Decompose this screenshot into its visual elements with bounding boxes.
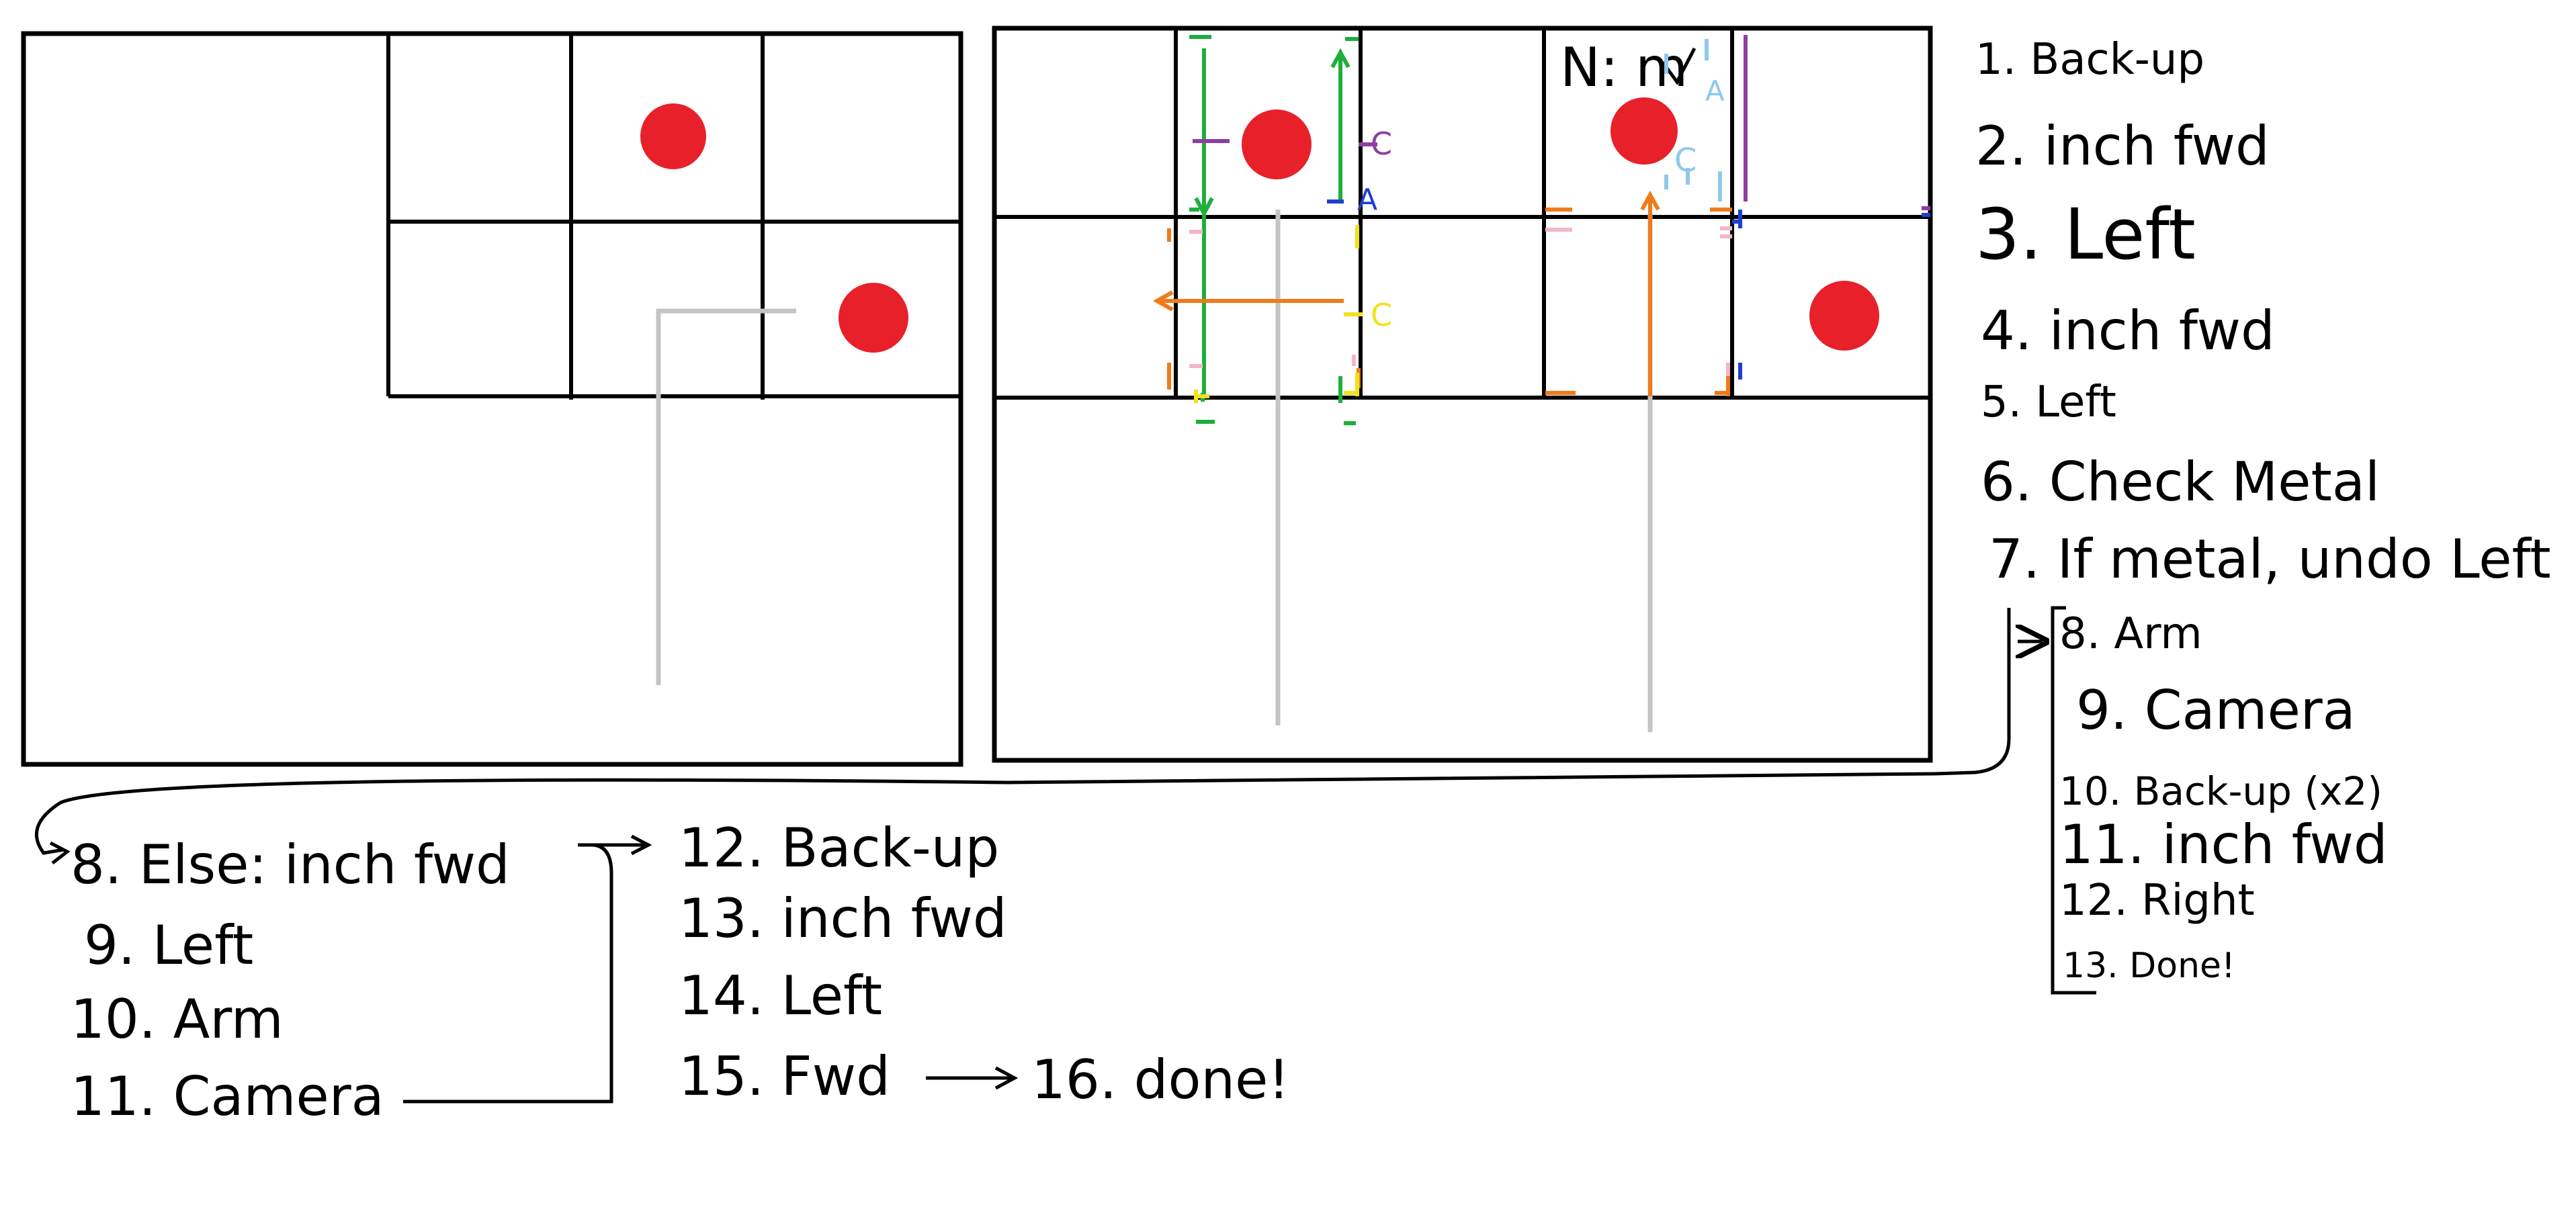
step: 1. Back-up [1975, 35, 2204, 85]
right-grid [994, 28, 1930, 400]
left-field-border [21, 31, 963, 767]
step: 2. inch fwd [1975, 115, 2270, 177]
step: 9. Left [84, 914, 253, 977]
yellow-marks [1194, 225, 1363, 403]
right-field-panel: N: m C C [992, 26, 1933, 763]
step: 3. Left [1975, 193, 2196, 275]
step: 11. Camera [71, 1065, 384, 1128]
left-grid [386, 34, 961, 400]
metal-branch-list: 8. Arm 9. Camera 10. Back-up (x2) 11. in… [2059, 609, 2388, 986]
arrow-icon [994, 1066, 1019, 1090]
arrow-icon [49, 841, 71, 864]
robot-path [656, 308, 796, 685]
right-field-border [992, 26, 1933, 763]
step: 6. Check Metal [1981, 451, 2380, 513]
step: 11. inch fwd [2059, 813, 2388, 876]
step: 10. Back-up (x2) [2059, 768, 2382, 814]
green-arrow-icons [1194, 48, 1350, 218]
blue-marks [1327, 199, 1930, 379]
arrow-icon [630, 834, 652, 856]
step: 5. Left [1981, 377, 2116, 427]
step: 8. Arm [2059, 609, 2202, 659]
lightblue-marks [1664, 39, 1722, 202]
step: 13. inch fwd [679, 887, 1007, 950]
mark-label-c: C [1371, 297, 1392, 333]
step: 15. Fwd [679, 1045, 890, 1108]
step: 7. If metal, undo Left [1989, 528, 2551, 590]
cell-label: N: m [1560, 36, 1688, 99]
target-dot [1809, 281, 1879, 351]
step: 10. Arm [71, 988, 284, 1050]
mark-label-a: A [1705, 75, 1725, 107]
step: 14. Left [679, 965, 882, 1027]
continuation-list: 12. Back-up 13. inch fwd 14. Left 15. Fw… [679, 817, 1007, 1108]
main-steps-list: 1. Back-up 2. inch fwd 3. Left 4. inch f… [1975, 35, 2551, 590]
mark-label-a: A [1357, 183, 1377, 217]
step: 9. Camera [2076, 679, 2356, 742]
pink-marks [1189, 226, 1732, 376]
left-field-panel [21, 31, 963, 767]
metal-branch-bracket [1934, 606, 2096, 995]
step: 12. Right [2059, 876, 2255, 926]
mark-label-c: C [1371, 126, 1392, 162]
step: 4. inch fwd [1981, 300, 2275, 362]
orange-route [1152, 190, 1732, 396]
step: 8. Else: inch fwd [71, 834, 510, 896]
green-route [1189, 35, 1359, 425]
purple-marks [1193, 35, 1930, 210]
final-step: 16. done! [1031, 1048, 1289, 1111]
branch-connector [403, 843, 645, 1104]
step: 12. Back-up [679, 817, 999, 879]
branch-connector [34, 772, 1936, 855]
target-dot [1242, 109, 1312, 179]
else-branch-list: 8. Else: inch fwd 9. Left 10. Arm 11. Ca… [71, 834, 510, 1128]
step: 13. Done! [2063, 946, 2235, 986]
mark-label-c: C [1674, 142, 1697, 179]
target-dot [640, 103, 706, 169]
target-dot [1611, 97, 1678, 165]
check-mark-icon [1664, 47, 1697, 85]
target-dot [839, 283, 908, 353]
